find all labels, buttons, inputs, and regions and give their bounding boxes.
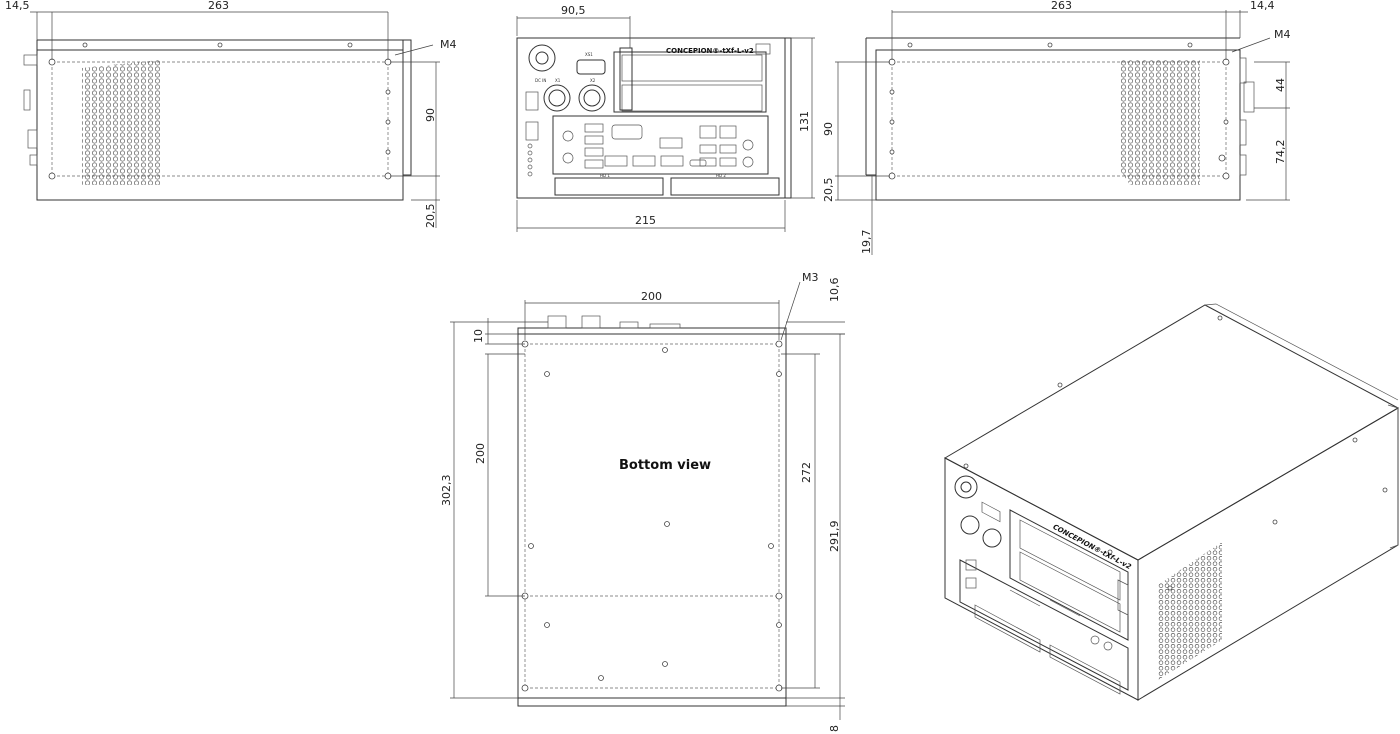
right-side-view: 263 14,4 M4 90 20,5 19,7 44 74,2 [822, 0, 1291, 255]
dim-bottom-thread: M3 [802, 271, 819, 284]
dim-front-width: 215 [635, 214, 656, 227]
dim-right-h20: 20,5 [822, 178, 835, 203]
dim-bottom-291: 291,9 [828, 521, 841, 553]
front-hd1-label: HD 1 [600, 173, 610, 178]
front-ports [584, 123, 754, 169]
front-x2-label: X2 [590, 78, 596, 83]
dim-bottom-302: 302,3 [440, 475, 453, 507]
dim-right-h74: 74,2 [1274, 140, 1287, 165]
dim-front-height: 131 [798, 111, 811, 132]
front-xs1-label: XS1 [585, 52, 593, 57]
bottom-view: Bottom view 200 M3 10,6 10 200 302,3 272… [440, 271, 845, 732]
dim-bottom-200: 200 [474, 443, 487, 464]
dim-right-length: 263 [1051, 0, 1072, 12]
dim-bottom-width: 200 [641, 290, 662, 303]
dim-right-h90: 90 [822, 122, 835, 136]
dim-left-thread: M4 [440, 38, 457, 51]
dim-right-h44: 44 [1274, 78, 1287, 92]
front-leds [527, 143, 533, 177]
front-x1-label: X1 [555, 78, 561, 83]
left-side-view: 14,5 263 M4 90 20,5 [5, 0, 457, 228]
dim-right-h19: 19,7 [860, 230, 873, 255]
iso-top-holes [963, 315, 1358, 555]
bottom-holes [521, 340, 783, 692]
front-hd2-label: HD 2 [716, 173, 726, 178]
dim-left-length: 263 [208, 0, 229, 12]
bottom-view-label: Bottom view [619, 458, 711, 473]
dim-front-width-top: 90,5 [561, 4, 586, 17]
front-brand-label: CONCEPION®-tXf-L-v2 [666, 47, 754, 55]
dim-bottom-top: 10,6 [828, 278, 841, 303]
right-holes [888, 42, 1230, 180]
dim-right-offset: 14,4 [1250, 0, 1275, 12]
front-view: DC IN XS1 X1 X2 CONCEPION®-tXf-L-v2 [516, 4, 815, 232]
isometric-view: CONCEPION®-tXf-L-v2 [943, 303, 1400, 701]
dim-bottom-8: 8 [828, 725, 841, 732]
dim-left-height: 90 [424, 108, 437, 122]
front-dc-label: DC IN [535, 78, 546, 83]
left-holes [48, 42, 392, 180]
dim-bottom-272: 272 [800, 462, 813, 483]
dim-right-thread: M4 [1274, 28, 1291, 41]
dim-bottom-10: 10 [472, 329, 485, 343]
dim-left-offset: 14,5 [5, 0, 30, 12]
iso-brand-label: CONCEPION®-tXf-L-v2 [1051, 522, 1134, 570]
dim-left-bottom: 20,5 [424, 204, 437, 229]
